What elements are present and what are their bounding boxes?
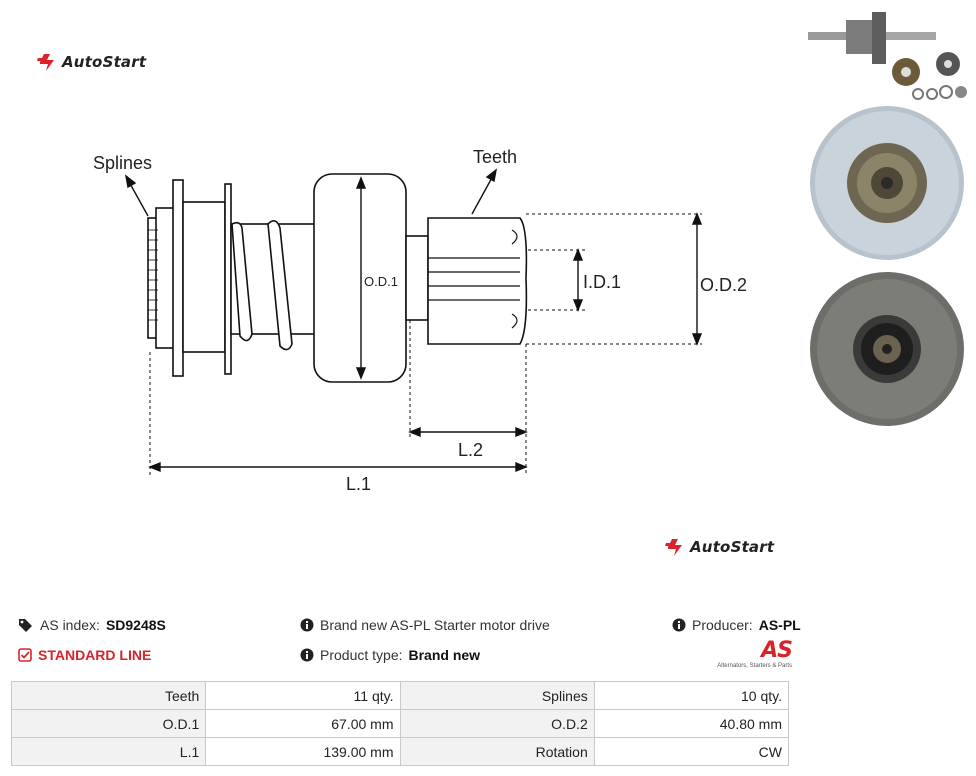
as-index-row: AS index: SD9248S [18,617,166,633]
teeth-leader [471,173,495,215]
producer-logo-mark: AS [761,638,793,663]
flange-ring [224,183,232,375]
brand-name: AutoStart [62,53,147,71]
pinion-gear [427,217,528,345]
shaft-collar [155,207,175,349]
spec-value: CW [593,737,790,766]
autostart-logo-icon [665,539,682,556]
as-index-value: SD9248S [105,617,166,633]
od2-label: O.D.2 [700,275,747,295]
producer-label: Producer: [692,617,753,633]
product-type-value: Brand new [408,647,481,663]
spec-value: 10 qty. [593,681,790,710]
l2-label: L.2 [458,440,483,460]
spec-label: Splines [399,681,595,710]
spring-coil-1 [231,221,253,342]
tag-icon [19,619,32,632]
table-row: L.1 139.00 mm Rotation CW [10,737,790,766]
spec-value: 40.80 mm [593,709,790,738]
brand-logo-bottom: AutoStart [664,537,774,557]
clutch-neck [405,235,429,321]
description-row: Brand new AS-PL Starter motor drive [300,617,550,633]
l1-label: L.1 [346,474,371,494]
spec-value: 67.00 mm [205,709,401,738]
standard-line-row: STANDARD LINE [18,647,151,663]
table-row: Teeth 11 qty. Splines 10 qty. [10,681,790,710]
as-index-label: AS index: [40,617,100,633]
spec-label: Teeth [10,681,207,710]
producer-logo: AS Alternators, Starters & Parts [716,638,793,670]
spring-coil-2 [267,220,293,351]
info-circle-icon [300,648,314,662]
teeth-label: Teeth [473,147,517,167]
info-circle-icon [300,618,314,632]
spec-value: 11 qty. [205,681,401,710]
standard-line-label: STANDARD LINE [38,647,152,663]
autostart-logo-icon [37,54,54,71]
technical-drawing: Splines Teeth O.D.1 I.D.1 O.D.2 L.2 L.1 [93,147,747,494]
spec-label: Rotation [399,737,595,766]
flange-plate [172,179,184,377]
brand-name: AutoStart [690,538,775,556]
splines-label: Splines [93,153,152,173]
producer-row: Producer: AS-PL [672,617,801,633]
product-photo-exploded [808,12,967,100]
check-square-icon [18,648,32,662]
table-row: O.D.1 67.00 mm O.D.2 40.80 mm [10,709,790,738]
product-type-row: Product type: Brand new [300,647,480,663]
brand-logo-top: AutoStart [36,52,146,72]
spec-label: O.D.1 [10,709,207,738]
specs-table: Teeth 11 qty. Splines 10 qty. O.D.1 67.0… [10,681,790,766]
spec-value: 139.00 mm [205,737,401,766]
description-text: Brand new AS-PL Starter motor drive [320,617,550,633]
splines-leader [127,179,149,217]
spec-label: O.D.2 [399,709,595,738]
product-photo-front [810,106,964,260]
id1-label: I.D.1 [583,272,621,292]
body-front [182,201,226,353]
product-photo-back [810,272,964,426]
product-type-label: Product type: [320,647,403,663]
info-circle-icon [672,618,686,632]
producer-value: AS-PL [758,617,801,633]
producer-logo-tagline: Alternators, Starters & Parts [717,663,792,669]
spec-label: L.1 [10,737,207,766]
od1-label: O.D.1 [364,274,398,289]
